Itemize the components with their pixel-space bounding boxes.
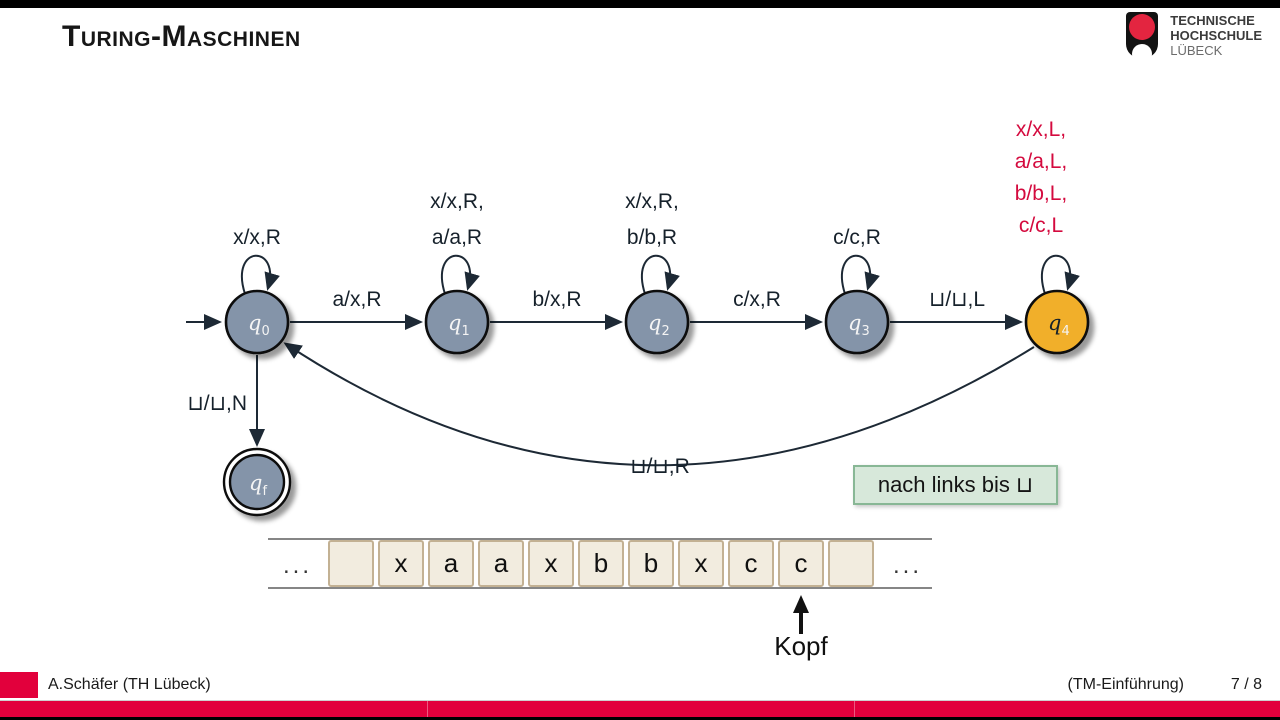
tape-cell — [328, 540, 374, 587]
tape-cell-symbol: x — [695, 548, 708, 578]
state-q1-label: q1 — [448, 311, 470, 339]
tape-cell — [828, 540, 874, 587]
head-arrow-tip — [793, 595, 809, 613]
state-q4-label: q4 — [1048, 311, 1070, 339]
tape-cell: x — [528, 540, 574, 587]
tape-cell-symbol: c — [745, 548, 758, 578]
tape-ellipsis-left: ... — [283, 552, 312, 579]
state-q0-label: q0 — [248, 311, 270, 339]
edge-label-q1-q2: b/x,R — [532, 288, 581, 311]
edge-label-q4-q0: ⊔/⊔,R — [630, 455, 690, 478]
bottom-red-bar — [0, 700, 1280, 717]
logo-line1: TECHNISCHE — [1170, 13, 1255, 28]
head-label: Kopf — [774, 631, 828, 661]
logo-line2: HOCHSCHULE — [1170, 28, 1262, 43]
tape-cell: a — [428, 540, 474, 587]
state-qf-accepting: qf — [222, 447, 292, 517]
footer-page-number: 7 / 8 — [1230, 676, 1262, 693]
logo-white-notch — [1132, 44, 1153, 64]
tape-cell: b — [578, 540, 624, 587]
footline-red-block — [0, 672, 38, 698]
state-q1: q1 — [424, 289, 490, 355]
logo-text: TECHNISCHE HOCHSCHULE LÜBECK — [1170, 10, 1262, 58]
logo-line3: LÜBECK — [1170, 43, 1223, 58]
edge-label-q2-q3: c/x,R — [733, 288, 781, 311]
edge-q4-q0 — [283, 342, 1035, 467]
state-qf-label: qf — [249, 471, 267, 499]
loop-label-q4-4: c/c,L — [1019, 214, 1063, 237]
annotation-note-text: nach links bis ⊔ — [877, 472, 1034, 497]
red-bar-seam — [854, 701, 855, 717]
bottom-black-bar — [0, 717, 1280, 720]
state-q3-label: q3 — [848, 311, 870, 339]
loop-label-q4-3: b/b,L, — [1015, 182, 1068, 205]
edge-label-q3-q4: ⊔/⊔,L — [929, 288, 985, 311]
state-q2: q2 — [624, 289, 690, 355]
tape-cell: c — [728, 540, 774, 587]
tape-cell-symbol: b — [594, 548, 608, 578]
self-loop-q4 — [1040, 254, 1080, 295]
loop-label-q4-2: a/a,L, — [1015, 150, 1068, 173]
edge-label-q0-qf: ⊔/⊔,N — [187, 392, 247, 415]
tape-cell: x — [378, 540, 424, 587]
annotation-note: nach links bis ⊔ — [853, 465, 1058, 505]
tape-cell-symbol: b — [644, 548, 658, 578]
state-q0: q0 — [224, 289, 290, 355]
head-pointer: Kopf — [774, 595, 829, 661]
loop-label-q4-1: x/x,L, — [1016, 118, 1066, 141]
tape-cell-symbol: a — [444, 548, 459, 578]
tape-cell-head: c — [778, 540, 824, 587]
tape-cell-symbol: c — [795, 548, 808, 578]
footer-author: A.Schäfer (TH Lübeck) — [48, 676, 211, 693]
th-luebeck-logo-mark — [1125, 10, 1161, 64]
footline: A.Schäfer (TH Lübeck) (TM-Einführung) 7 … — [0, 672, 1280, 700]
loop-label-q0: x/x,R — [233, 226, 281, 249]
tape-cell: b — [628, 540, 674, 587]
state-q3: q3 — [824, 289, 890, 355]
state-q4-final-search: q4 — [1024, 289, 1090, 355]
tape-cell-symbol: x — [545, 548, 558, 578]
loop-label-q2-2: b/b,R — [627, 226, 677, 249]
page-title: Turing-Maschinen — [62, 20, 301, 53]
loop-label-q2-1: x/x,R, — [625, 190, 679, 213]
top-black-bar — [0, 0, 1280, 8]
self-loop-q3 — [840, 254, 880, 295]
th-luebeck-logo: TECHNISCHE HOCHSCHULE LÜBECK — [1125, 10, 1262, 64]
loop-label-q3: c/c,R — [833, 226, 881, 249]
logo-red-circle — [1129, 14, 1156, 40]
footer-section: (TM-Einführung) — [1067, 676, 1184, 693]
state-q2-label: q2 — [648, 311, 670, 339]
edge-label-q0-q1: a/x,R — [332, 288, 381, 311]
self-loop-q2 — [640, 254, 680, 295]
loop-label-q1-1: x/x,R, — [430, 190, 484, 213]
self-loop-q1 — [440, 254, 480, 295]
red-bar-seam — [427, 701, 428, 717]
tape-cell-symbol: a — [494, 548, 509, 578]
tape: ... ... x a a x b b x c c — [268, 538, 932, 589]
tape-cell: a — [478, 540, 524, 587]
tape-ellipsis-right: ... — [893, 552, 922, 579]
tape-cell-symbol: x — [395, 548, 408, 578]
loop-label-q1-2: a/a,R — [432, 226, 482, 249]
self-loop-q0 — [240, 254, 280, 295]
tape-cell: x — [678, 540, 724, 587]
